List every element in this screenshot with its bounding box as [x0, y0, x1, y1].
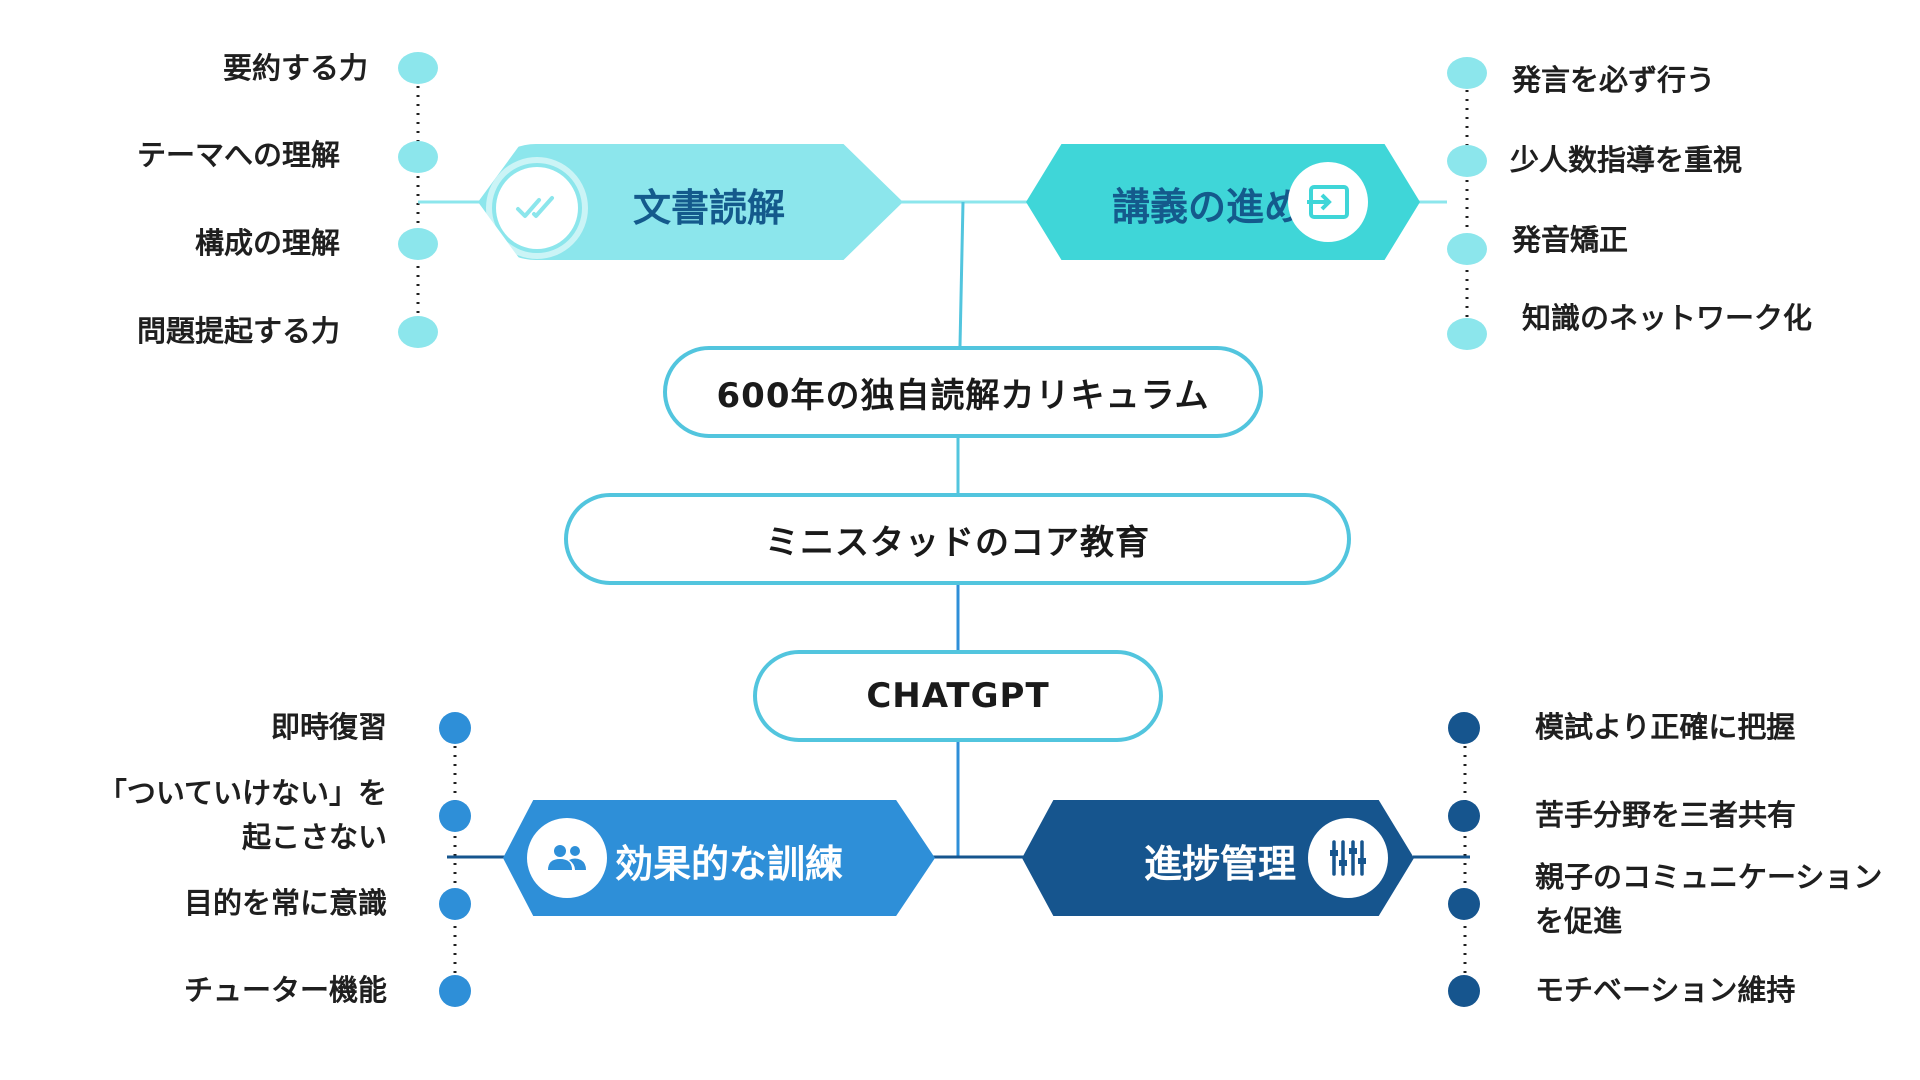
reading-item-3: 構成の理解 — [194, 226, 340, 260]
progress-dot-4 — [1448, 975, 1480, 1007]
reading-node: 文書読解 — [478, 144, 903, 260]
lecture-node: 講義の進め方 — [1026, 144, 1420, 260]
training-title: 効果的な訓練 — [615, 833, 875, 888]
progress-node: 進捗管理 — [1022, 800, 1414, 916]
reading-dot-4 — [398, 316, 438, 348]
training-dot-2 — [439, 800, 471, 832]
progress-item-3-line-2: を促進 — [1535, 904, 1623, 938]
progress-item-3-line-1: 親子のコミュニケーション — [1535, 860, 1883, 894]
lecture-item-3: 発音矯正 — [1512, 223, 1629, 257]
lecture-dot-1 — [1447, 57, 1487, 89]
reading-dot-2 — [398, 141, 438, 173]
training-item-3: 目的を常に意識 — [183, 886, 387, 920]
progress-item-4: モチベーション維持 — [1535, 973, 1796, 1007]
progress-item-3: 親子のコミュニケーション を促進 — [1535, 855, 1917, 943]
sliders-icon — [1308, 818, 1388, 898]
reading-item-1: 要約する力 — [222, 51, 368, 85]
lecture-item-1: 発言を必ず行う — [1512, 63, 1716, 97]
progress-dot-2 — [1448, 800, 1480, 832]
training-item-1: 即時復習 — [270, 710, 387, 744]
training-dot-1 — [439, 712, 471, 744]
training-node: 効果的な訓練 — [503, 800, 935, 916]
lecture-dot-3 — [1447, 233, 1487, 265]
progress-dot-1 — [1448, 712, 1480, 744]
lecture-dot-4 — [1447, 318, 1487, 350]
core-education-node: ミニスタッドのコア教育 — [564, 493, 1351, 585]
reading-item-2: テーマへの理解 — [136, 138, 340, 172]
reading-dot-3 — [398, 228, 438, 260]
reading-dot-1 — [398, 52, 438, 84]
chatgpt-node: CHATGPT — [753, 650, 1163, 742]
training-item-2-line-1: 「ついていけない」を — [97, 776, 387, 810]
enter-icon — [1288, 162, 1368, 242]
training-title-text: 効果的な訓練 — [615, 842, 844, 886]
progress-item-1: 模試より正確に把握 — [1535, 710, 1796, 744]
progress-dot-3 — [1448, 888, 1480, 920]
curriculum-node: 600年の独自読解カリキュラム — [663, 346, 1263, 438]
training-item-2: 「ついていけない」を 起こさない — [67, 771, 387, 859]
reading-icon-circle — [486, 157, 588, 259]
lecture-title: 講義の進め方 — [1112, 185, 1302, 229]
training-item-2-line-2: 起こさない — [241, 820, 387, 854]
people-icon — [527, 818, 607, 898]
lecture-dot-2 — [1447, 145, 1487, 177]
training-dot-3 — [439, 888, 471, 920]
lecture-item-4: 知識のネットワーク化 — [1522, 301, 1813, 335]
progress-item-2: 苦手分野を三者共有 — [1535, 798, 1797, 832]
double-check-icon — [496, 167, 578, 249]
reading-title: 文書読解 — [633, 186, 786, 230]
training-dot-4 — [439, 975, 471, 1007]
lecture-item-2: 少人数指導を重視 — [1510, 143, 1743, 177]
training-item-4: チューター機能 — [183, 973, 387, 1007]
reading-item-4: 問題提起する力 — [136, 314, 340, 348]
progress-title: 進捗管理 — [1144, 842, 1297, 886]
